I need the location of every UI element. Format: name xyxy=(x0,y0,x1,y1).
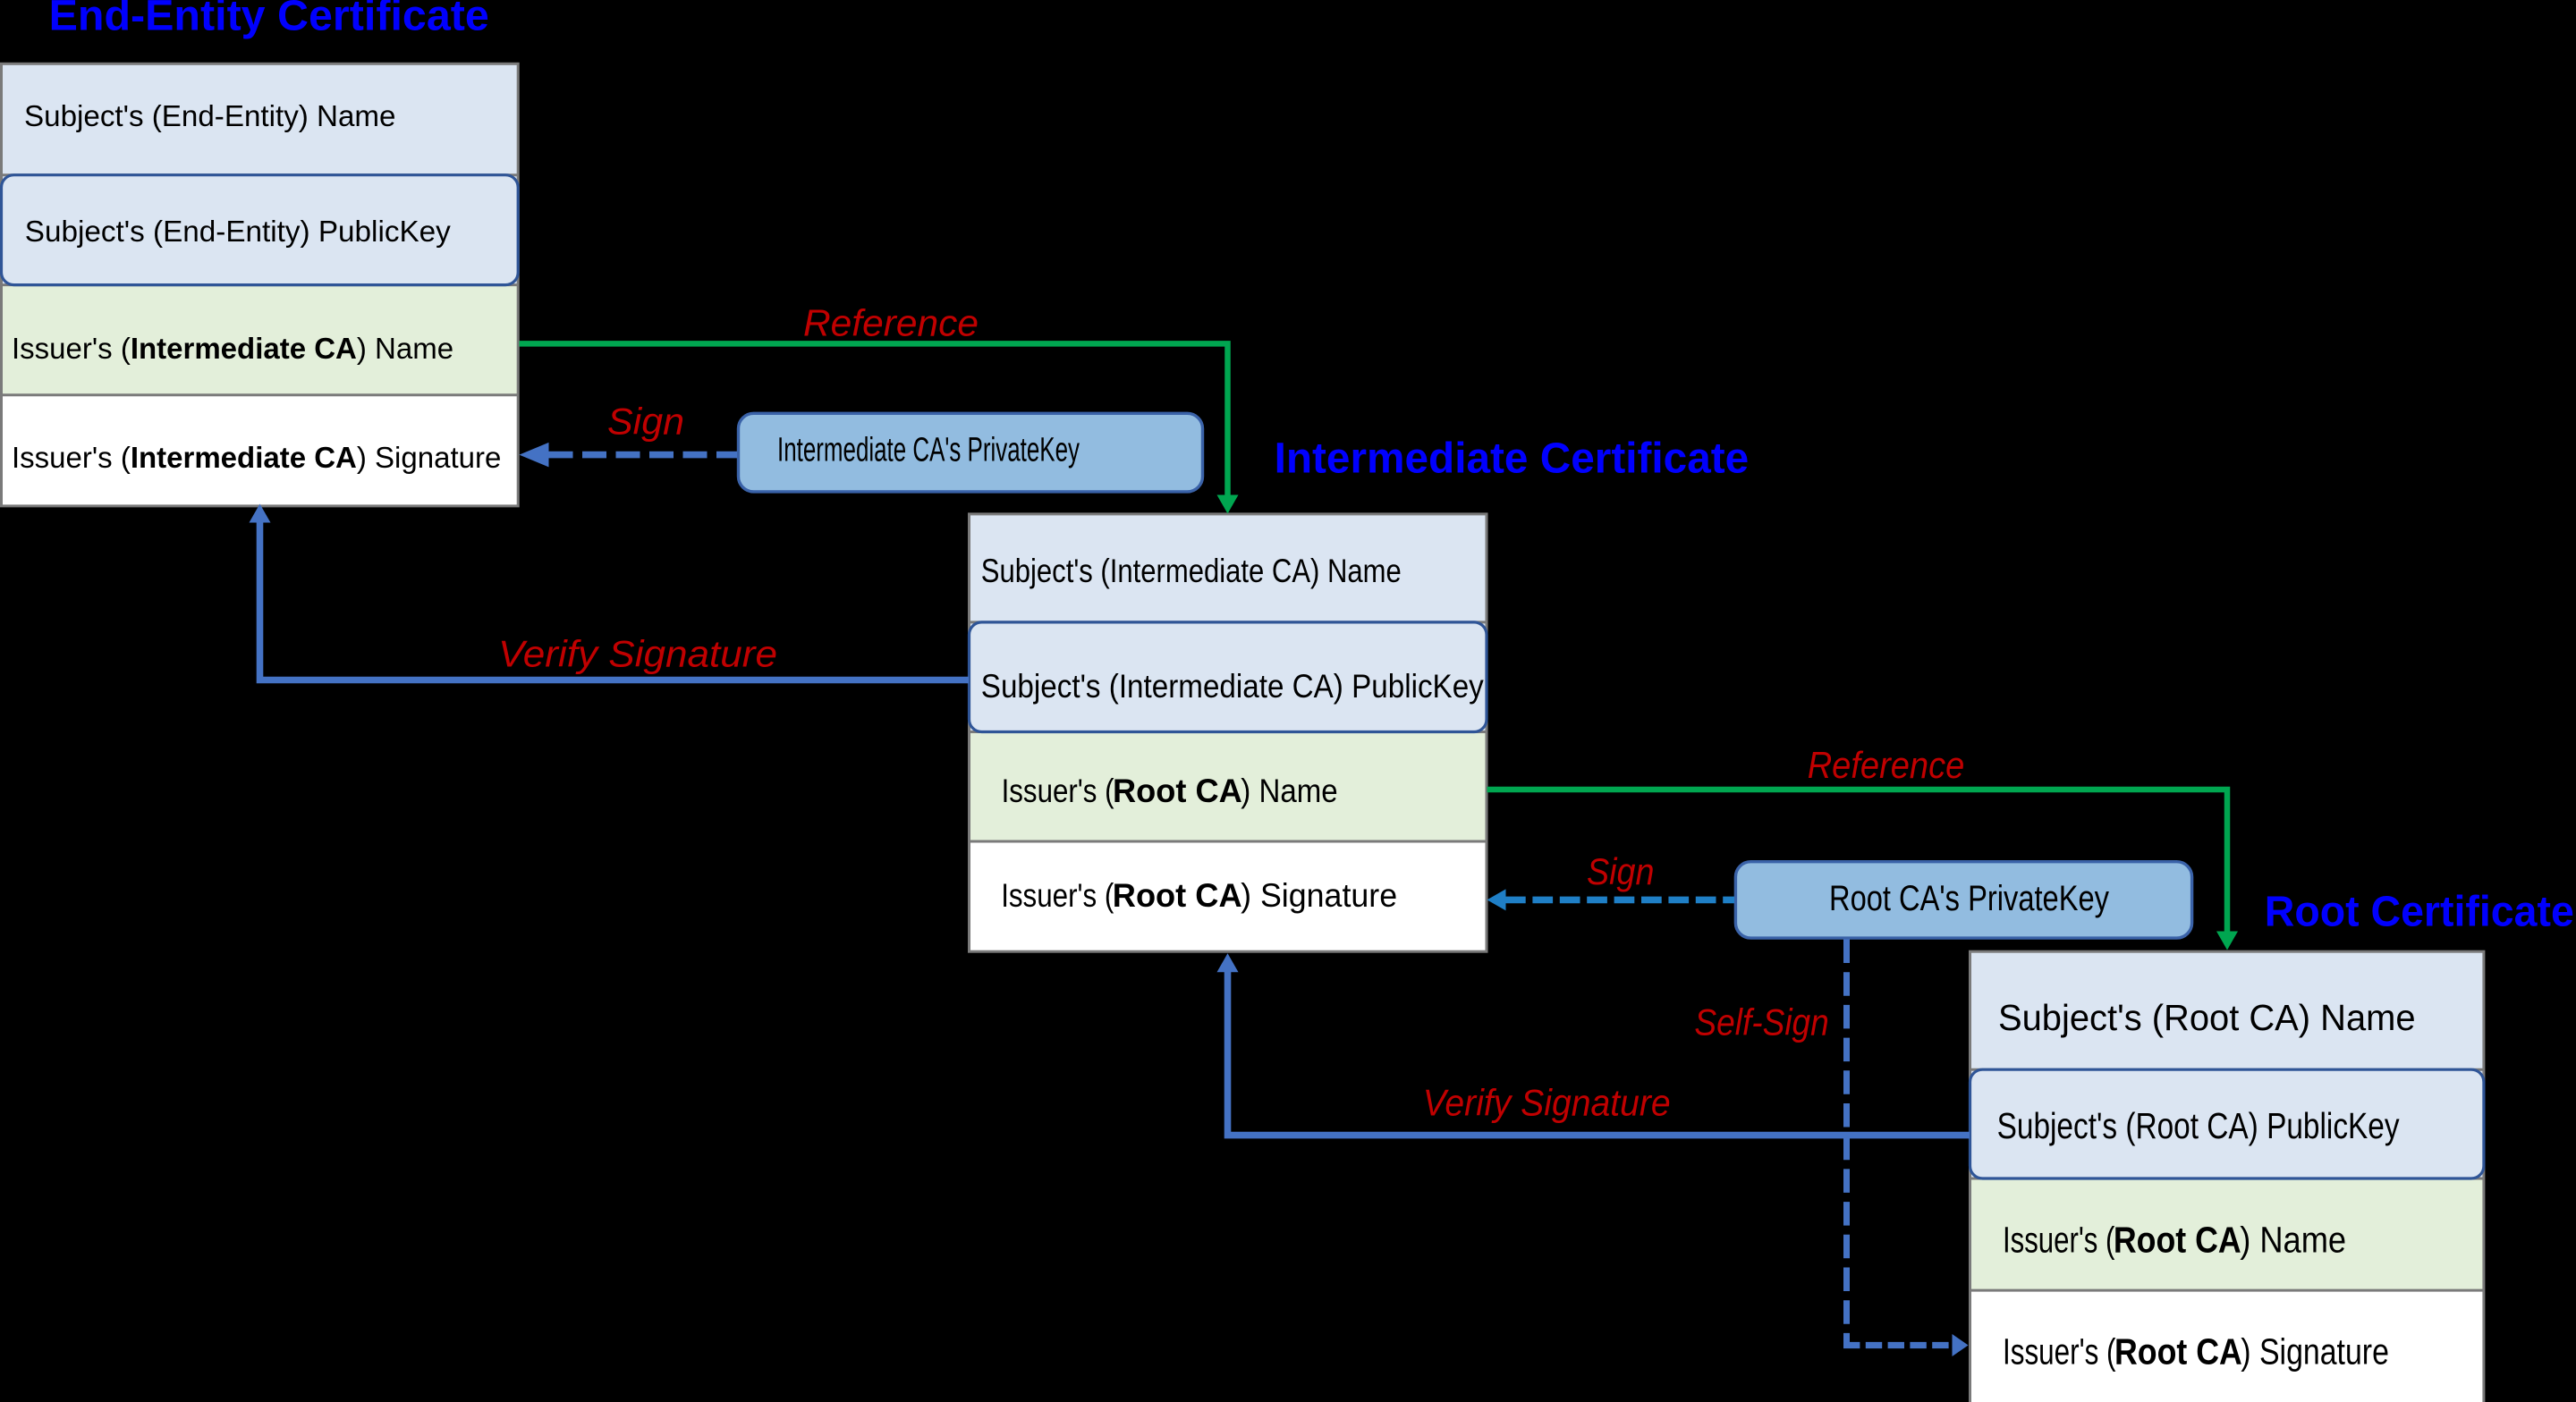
svg-text:) Name: ) Name xyxy=(2240,1220,2346,1261)
svg-text:Subject's (Root CA) Name: Subject's (Root CA) Name xyxy=(1998,997,2416,1038)
svg-text:Root CA: Root CA xyxy=(2114,1220,2241,1261)
svg-text:Reference: Reference xyxy=(1808,744,1965,786)
svg-text:Issuer's (: Issuer's ( xyxy=(1002,773,1114,809)
svg-text:Subject's (End-Entity) Name: Subject's (End-Entity) Name xyxy=(24,99,395,132)
svg-text:Root CA: Root CA xyxy=(1113,877,1242,914)
svg-text:Root Certificate: Root Certificate xyxy=(2265,889,2574,936)
svg-text:Intermediate Certificate: Intermediate Certificate xyxy=(1275,435,1750,483)
svg-text:Issuer's (Intermediate CA) Nam: Issuer's (Intermediate CA) Name xyxy=(12,332,453,365)
svg-text:Verify Signature: Verify Signature xyxy=(498,632,777,674)
svg-text:Self-Sign: Self-Sign xyxy=(1694,1001,1828,1043)
svg-text:Subject's (End-Entity) PublicK: Subject's (End-Entity) PublicKey xyxy=(25,215,451,248)
svg-text:Subject's (Intermediate CA) Pu: Subject's (Intermediate CA) PublicKey xyxy=(981,668,1484,705)
svg-text:Root CA: Root CA xyxy=(2114,1331,2242,1372)
svg-text:Sign: Sign xyxy=(1587,850,1654,892)
svg-text:End-Entity Certificate: End-Entity Certificate xyxy=(49,0,489,40)
svg-text:Verify Signature: Verify Signature xyxy=(1423,1082,1671,1124)
svg-text:Issuer's (: Issuer's ( xyxy=(1001,877,1114,914)
svg-text:Subject's (Intermediate CA) Na: Subject's (Intermediate CA) Name xyxy=(981,553,1402,589)
svg-text:) Signature: ) Signature xyxy=(2241,1331,2389,1372)
svg-text:Sign: Sign xyxy=(607,401,684,443)
svg-text:Issuer's (: Issuer's ( xyxy=(2003,1220,2115,1261)
svg-text:) Signature: ) Signature xyxy=(1241,877,1397,914)
svg-text:Subject's (Root CA) PublicKey: Subject's (Root CA) PublicKey xyxy=(1997,1105,2400,1146)
svg-text:Issuer's (: Issuer's ( xyxy=(2003,1331,2116,1372)
svg-text:Reference: Reference xyxy=(803,301,979,343)
svg-text:Root CA's PrivateKey: Root CA's PrivateKey xyxy=(1829,879,2109,918)
svg-text:Intermediate CA's PrivateKey: Intermediate CA's PrivateKey xyxy=(777,432,1080,469)
svg-text:) Name: ) Name xyxy=(1241,773,1337,809)
svg-text:Root CA: Root CA xyxy=(1113,773,1242,809)
svg-text:Issuer's (Intermediate CA) Sig: Issuer's (Intermediate CA) Signature xyxy=(12,441,501,474)
